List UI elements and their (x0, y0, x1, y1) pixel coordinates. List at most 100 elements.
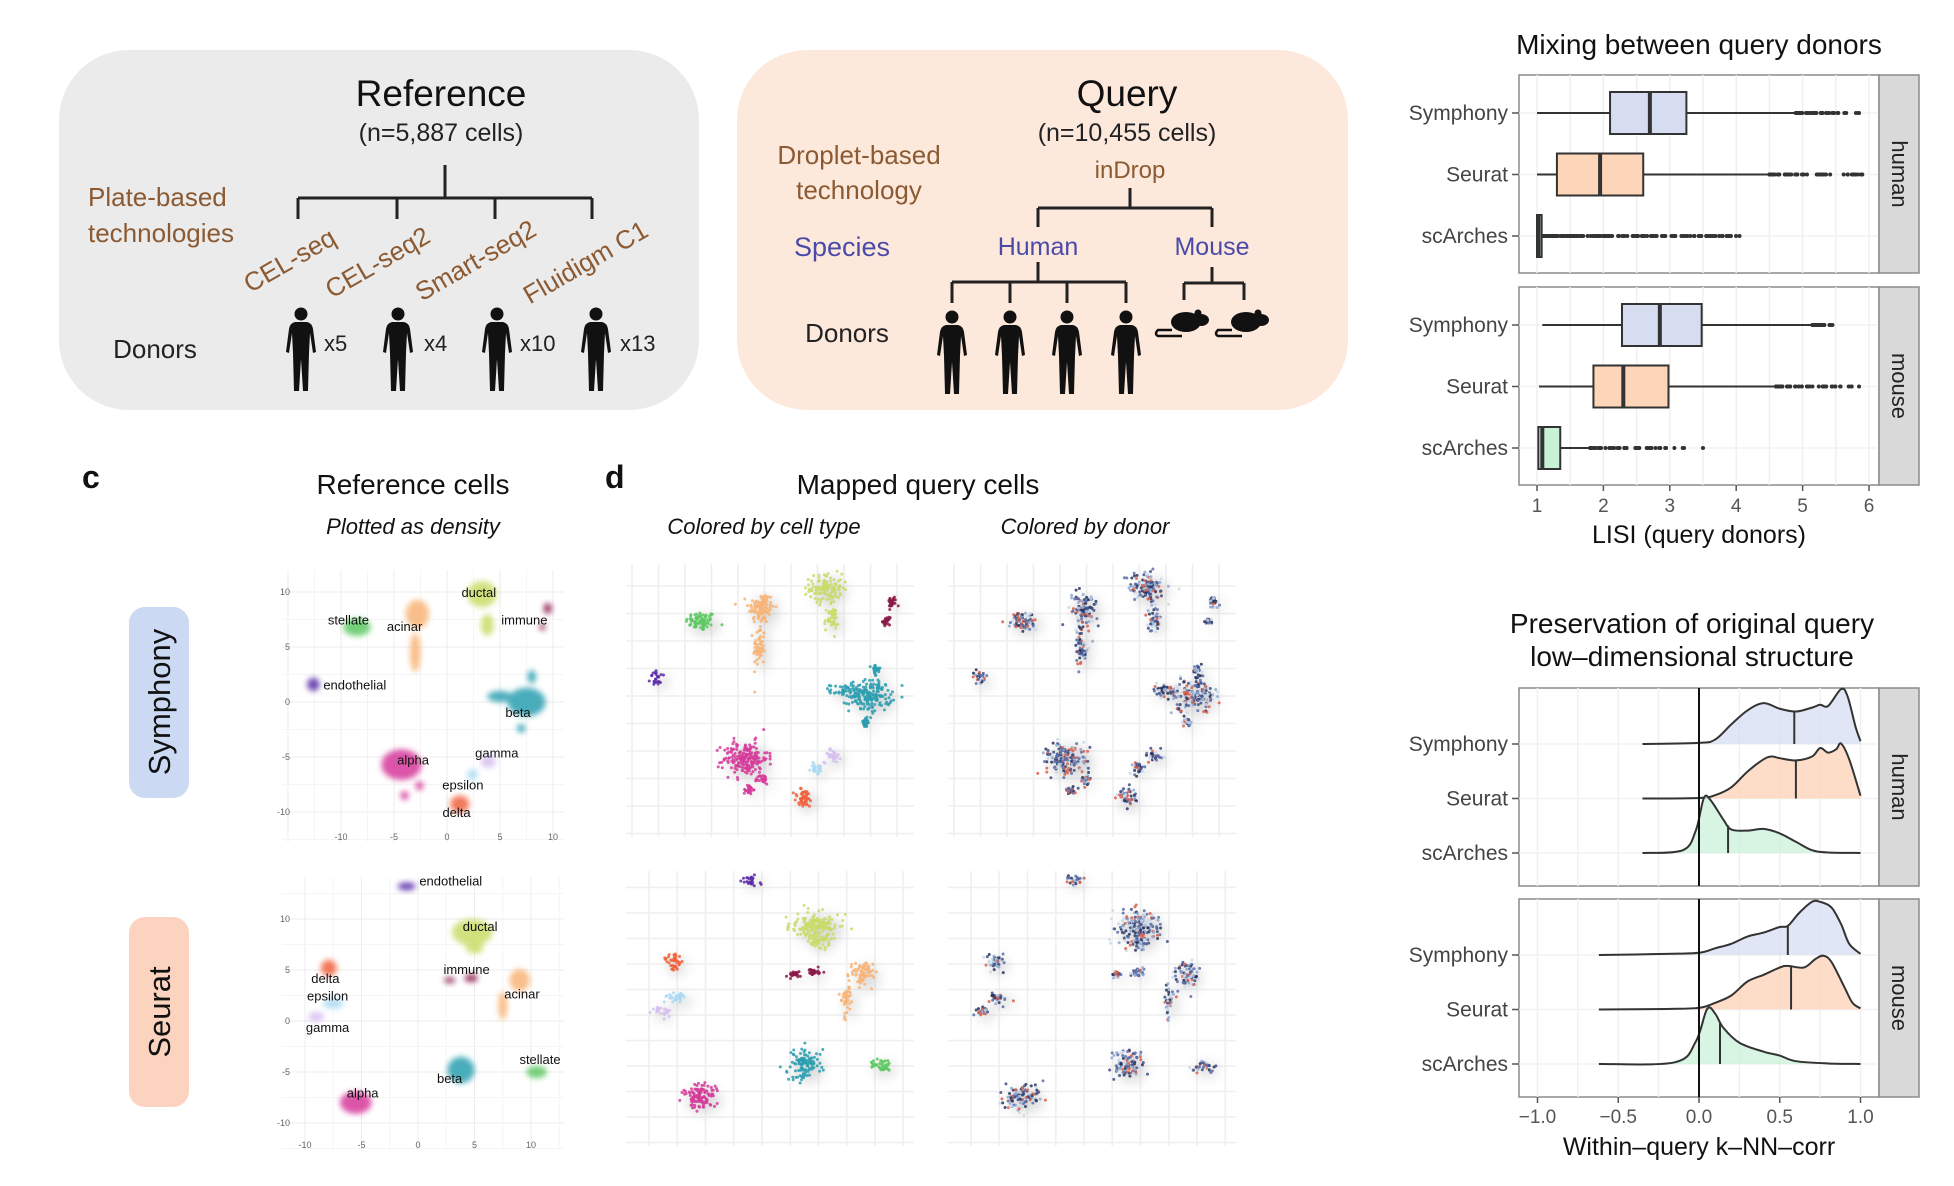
y-tick-label: 0 (285, 697, 290, 707)
cell-point (1134, 1068, 1138, 1072)
human-donor-icon (937, 310, 967, 394)
cell-point (1212, 606, 1216, 610)
ridge-seurat (1598, 954, 1862, 1011)
cell-point (1192, 982, 1196, 986)
cell-point (854, 961, 858, 965)
outlier-point (1855, 172, 1860, 177)
cell-point (1155, 930, 1159, 934)
cell-point (1089, 597, 1093, 601)
cell-point (1143, 579, 1147, 583)
cell-point (1166, 584, 1170, 588)
cell-point (798, 1061, 802, 1065)
cell-point (684, 619, 688, 623)
cell-point (1211, 596, 1215, 600)
cell-point (648, 1010, 652, 1014)
outlier-point (1576, 234, 1581, 238)
cell-point (1067, 766, 1071, 770)
cell-point (1031, 1101, 1035, 1105)
cell-point (1008, 1104, 1012, 1108)
cell-point (832, 600, 836, 604)
cell-point (729, 747, 733, 751)
cell-point (845, 702, 849, 706)
human-head (945, 310, 959, 324)
cell-point (1119, 1061, 1123, 1065)
cell-point (1130, 916, 1134, 920)
cell-point (1185, 711, 1189, 715)
query-cells-delta (982, 952, 1006, 975)
cell-point (703, 1101, 707, 1105)
human-donor-icon (581, 307, 611, 391)
cell-point (796, 917, 800, 921)
cell-point (1127, 1061, 1131, 1065)
human-head (1003, 310, 1017, 324)
cell-point (1018, 1101, 1022, 1105)
density-blob (467, 581, 497, 608)
cell-point (870, 701, 874, 705)
cell-point (1083, 598, 1087, 602)
cell-point (1133, 768, 1137, 772)
cell-point (736, 763, 740, 767)
cell-point (1055, 770, 1059, 774)
cell-point (1166, 688, 1170, 692)
cell-point (1060, 746, 1064, 750)
cell-point (799, 1051, 803, 1055)
cell-point (869, 686, 873, 690)
cell-point (1160, 689, 1164, 693)
mouse-tail (1154, 328, 1182, 338)
cell-point (1178, 683, 1182, 687)
cell-point (811, 582, 815, 586)
cell-point (1080, 620, 1084, 624)
cell-point (850, 927, 854, 931)
human-donor-icon (1052, 310, 1082, 394)
cell-point (1118, 925, 1122, 929)
cell-point (870, 698, 874, 702)
cell-point (878, 666, 882, 670)
cell-point (790, 972, 794, 976)
cell-point (727, 756, 731, 760)
cluster-label-ductal: ductal (463, 919, 498, 934)
cell-point (792, 1048, 796, 1052)
cell-point (1141, 947, 1145, 951)
query-cells-stellate (1001, 611, 1038, 633)
cell-point (668, 993, 672, 997)
outlier-point (1823, 384, 1828, 389)
cell-point (1159, 594, 1163, 598)
cell-point (847, 702, 851, 706)
cell-point (896, 604, 900, 608)
cell-point (1074, 882, 1078, 886)
cell-point (867, 974, 871, 978)
cell-point (810, 1067, 814, 1071)
cell-point (1155, 926, 1159, 930)
cell-point (1126, 797, 1130, 801)
cell-point (811, 760, 815, 764)
cell-point (850, 700, 854, 704)
cell-point (709, 1085, 713, 1089)
outlier-point (1793, 111, 1798, 115)
outlier-point (1562, 234, 1567, 238)
cell-point (1137, 931, 1141, 935)
density-cluster-immune (443, 974, 478, 984)
cell-point (1164, 688, 1168, 692)
cell-point (1129, 584, 1133, 588)
donor-count-cel-seq2: x4 (424, 331, 447, 356)
ridge-outline (1598, 1006, 1861, 1066)
cell-point (750, 599, 754, 603)
cell-point (696, 617, 700, 621)
cell-point (682, 995, 686, 999)
cell-point (1189, 994, 1193, 998)
cell-point (1130, 1054, 1134, 1058)
cell-point (1046, 748, 1050, 752)
cell-point (1145, 753, 1149, 757)
cell-point (1170, 990, 1174, 994)
cell-point (737, 751, 741, 755)
cell-point (765, 611, 769, 615)
cell-point (1018, 1094, 1022, 1098)
y-tick-label: -10 (277, 807, 290, 817)
outlier-point (1833, 384, 1838, 389)
query-cells-stellate (684, 611, 724, 631)
cell-point (1014, 616, 1018, 620)
cell-point (792, 922, 796, 926)
cell-point (759, 619, 763, 623)
cell-point (828, 594, 832, 598)
cell-point (833, 926, 837, 930)
